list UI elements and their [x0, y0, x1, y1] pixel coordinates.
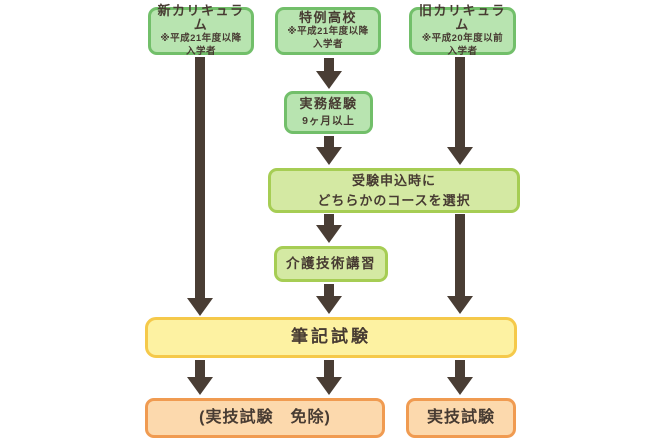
node-title: 旧カリキュラム — [418, 2, 506, 33]
arrow-experience-to-select — [316, 136, 342, 165]
node-title: 筆記試験 — [291, 327, 371, 347]
node-care-skill-course: 介護技術講習 — [274, 246, 388, 282]
note-line1: ※平成20年度以前 — [421, 33, 504, 45]
arrow-shaft — [324, 58, 334, 71]
node-sub: 9ヶ月以上 — [302, 115, 355, 128]
arrow-head — [316, 377, 342, 395]
node-practical-exam-exempt: (実技試験 免除) — [145, 398, 385, 438]
node-note: ※平成21年度以降 入学者 — [160, 33, 241, 58]
node-work-experience: 実務経験 9ヶ月以上 — [284, 91, 373, 134]
node-special-highschool: 特例高校 ※平成21年度以降 入学者 — [275, 7, 381, 55]
arrow-shaft — [324, 214, 334, 225]
note-line2: 入学者 — [185, 45, 216, 57]
note-line2: 入学者 — [312, 38, 343, 50]
arrow-shaft — [455, 360, 465, 377]
arrow-special-to-experience — [316, 58, 342, 89]
arrow-head — [316, 71, 342, 89]
arrow-shaft — [455, 57, 465, 147]
arrow-head — [316, 147, 342, 165]
arrow-shaft — [195, 360, 205, 377]
note-line1: ※平成21年度以降 — [287, 26, 369, 38]
node-title: 介護技術講習 — [286, 255, 376, 271]
node-title: 実務経験 — [299, 95, 358, 111]
arrow-shaft — [324, 136, 334, 147]
arrow-old-to-select — [447, 57, 473, 165]
arrow-written-to-exempt-right — [316, 360, 342, 395]
node-note: ※平成21年度以降 入学者 — [287, 26, 368, 51]
arrow-select-to-care — [316, 214, 342, 243]
node-title: (実技試験 免除) — [199, 409, 331, 427]
arrow-written-to-practical — [447, 360, 473, 395]
select-line1: 受験申込時に — [351, 173, 436, 188]
arrow-shaft — [324, 360, 334, 377]
note-line2: 入学者 — [447, 45, 478, 57]
arrow-shaft — [324, 284, 334, 296]
arrow-select-to-written — [447, 214, 473, 314]
arrow-shaft — [455, 214, 465, 296]
arrow-new-to-written — [187, 57, 213, 316]
arrow-written-to-exempt-left — [187, 360, 213, 395]
arrow-head — [447, 296, 473, 314]
select-line2: どちらかのコースを選択 — [317, 192, 471, 208]
arrow-shaft — [195, 57, 205, 298]
node-note: ※平成20年度以前 入学者 — [422, 33, 503, 58]
arrow-head — [187, 298, 213, 316]
node-title: 新カリキュラム — [157, 2, 245, 33]
node-written-exam: 筆記試験 — [145, 317, 517, 358]
node-practical-exam: 実技試験 — [406, 398, 516, 438]
node-old-curriculum: 旧カリキュラム ※平成20年度以前 入学者 — [409, 2, 516, 58]
arrow-head — [447, 377, 473, 395]
arrow-head — [316, 225, 342, 243]
arrow-head — [447, 147, 473, 165]
node-new-curriculum: 新カリキュラム ※平成21年度以降 入学者 — [148, 2, 254, 58]
arrow-head — [316, 296, 342, 314]
node-title: 実技試験 — [426, 409, 495, 427]
arrow-care-to-written — [316, 284, 342, 314]
node-title: 特例高校 — [298, 10, 357, 25]
node-course-select: 受験申込時に どちらかのコースを選択 — [268, 168, 520, 213]
note-line1: ※平成21年度以降 — [160, 33, 242, 45]
arrow-head — [187, 377, 213, 395]
